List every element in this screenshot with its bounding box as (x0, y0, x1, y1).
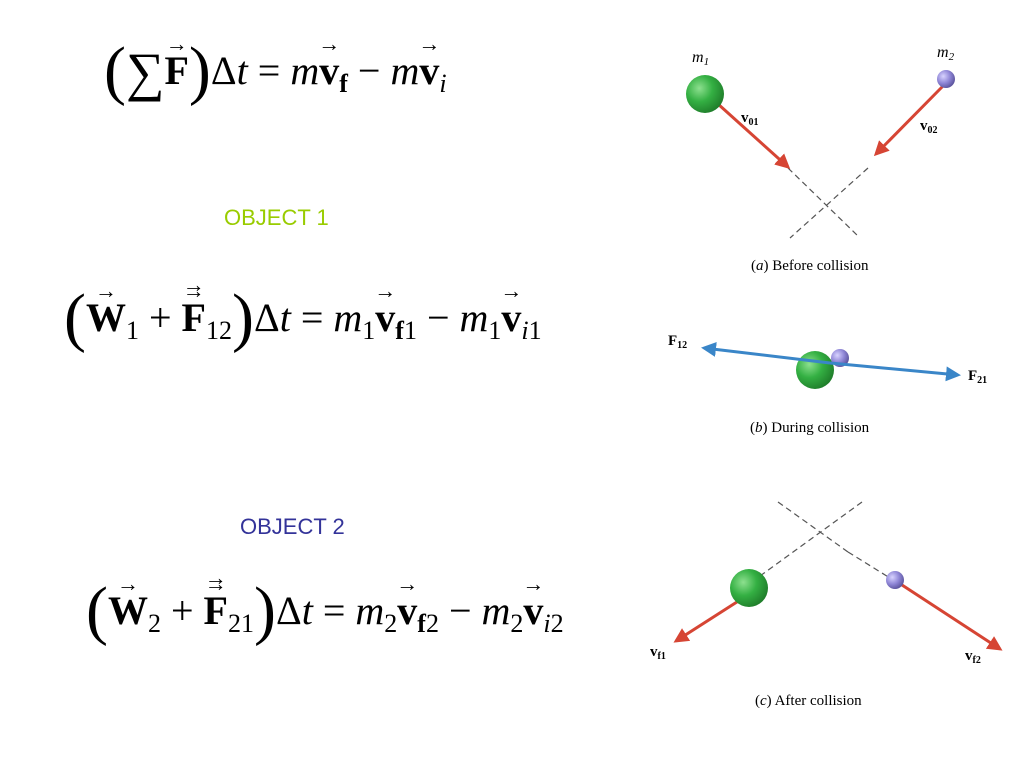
velocity-arrow-vf1 (673, 598, 741, 643)
dashed-path-5 (847, 551, 891, 579)
ball-m1-during (796, 351, 834, 389)
panel-after-collision: vf1 vf2 (c) After collision (650, 501, 1003, 709)
object-1-label: OBJECT 1 (224, 205, 329, 230)
ball-m1 (686, 75, 724, 113)
ball-m1-after (730, 569, 768, 607)
force-arrow-F12 (701, 341, 831, 365)
ball-m2-after (886, 571, 904, 589)
label-F12: F12 (668, 333, 687, 351)
velocity-arrow-v02 (873, 84, 945, 157)
caption-after-collision: (c) After collision (755, 693, 862, 709)
label-m1: m1 (692, 49, 709, 68)
object-1-equation: (W1 + F12)Δt = m1vf1 − m1vi1 (64, 285, 542, 351)
impulse-momentum-equation: (∑F)Δt = mvf − mvi (104, 38, 447, 104)
object-2-label: OBJECT 2 (240, 514, 345, 539)
ball-m2 (937, 70, 955, 88)
label-v02: v02 (920, 118, 938, 136)
dashed-path-2 (789, 167, 869, 239)
dashed-path-1 (787, 167, 859, 237)
velocity-arrow-v01 (716, 102, 791, 170)
label-v01: v01 (741, 110, 759, 128)
object-2-equation: (W2 + F21)Δt = m2vf2 − m2vi2 (86, 578, 564, 644)
label-vf2: vf2 (965, 648, 981, 666)
dashed-path-4 (759, 501, 863, 577)
label-m2: m2 (937, 44, 955, 63)
dashed-path-3 (777, 501, 849, 553)
panel-during-collision: F12 F21 (b) During collision (668, 333, 987, 436)
label-vf1: vf1 (650, 644, 666, 662)
force-arrow-F21 (829, 361, 961, 382)
panel-before-collision: m1 m2 v01 v02 (a) Before collision (686, 44, 955, 274)
caption-before-collision: (a) Before collision (751, 258, 869, 274)
velocity-arrow-vf2 (901, 583, 1003, 651)
caption-during-collision: (b) During collision (750, 420, 870, 436)
label-F21: F21 (968, 368, 987, 386)
